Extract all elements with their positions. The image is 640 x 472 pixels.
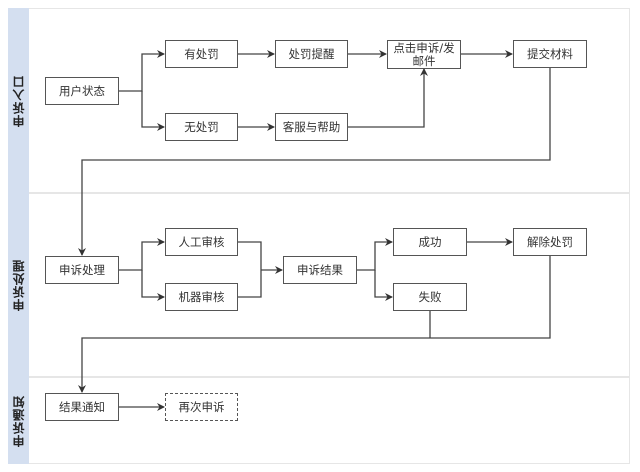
node-reappeal[interactable]: 再次申诉 — [165, 393, 238, 421]
node-result-notification[interactable]: 结果通知 — [45, 393, 119, 421]
edge-manual-to-result — [238, 241, 262, 298]
edge-customer-service-to-click-appeal — [348, 68, 428, 128]
node-appeal-processing[interactable]: 申诉处理 — [45, 256, 119, 284]
node-no-penalty[interactable]: 无处罚 — [165, 113, 238, 141]
node-has-penalty[interactable]: 有处罚 — [165, 40, 238, 68]
lane-label-processing: 申诉处理 — [8, 193, 29, 377]
node-appeal-result[interactable]: 申诉结果 — [283, 256, 357, 284]
node-machine-review[interactable]: 机器审核 — [165, 283, 238, 311]
edge-result-to-success — [357, 238, 393, 271]
edge-submit-to-processing — [78, 68, 551, 256]
edge-processing-to-manual — [119, 238, 165, 271]
node-customer-service[interactable]: 客服与帮助 — [275, 113, 348, 141]
node-manual-review[interactable]: 人工审核 — [165, 228, 238, 256]
edge-user-status-to-no-penalty — [141, 91, 165, 131]
edge-processing-to-machine — [141, 270, 165, 301]
lane-label-entry: 申诉入口 — [8, 8, 29, 193]
lane-label-notification: 申诉通知 — [8, 377, 29, 464]
node-success[interactable]: 成功 — [393, 228, 467, 256]
node-lift-penalty[interactable]: 解除处罚 — [513, 228, 587, 256]
node-click-appeal[interactable]: 点击申诉/发邮件 — [387, 40, 461, 69]
node-failure[interactable]: 失败 — [393, 283, 467, 311]
node-submit-materials[interactable]: 提交材料 — [513, 40, 587, 68]
edge-user-status-to-has-penalty — [119, 50, 165, 92]
lane-processing — [8, 193, 630, 377]
node-penalty-reminder[interactable]: 处罚提醒 — [275, 40, 348, 68]
edge-lift-to-notification — [78, 256, 551, 393]
edge-result-to-failure — [374, 270, 393, 301]
node-user-status[interactable]: 用户状态 — [45, 77, 119, 105]
